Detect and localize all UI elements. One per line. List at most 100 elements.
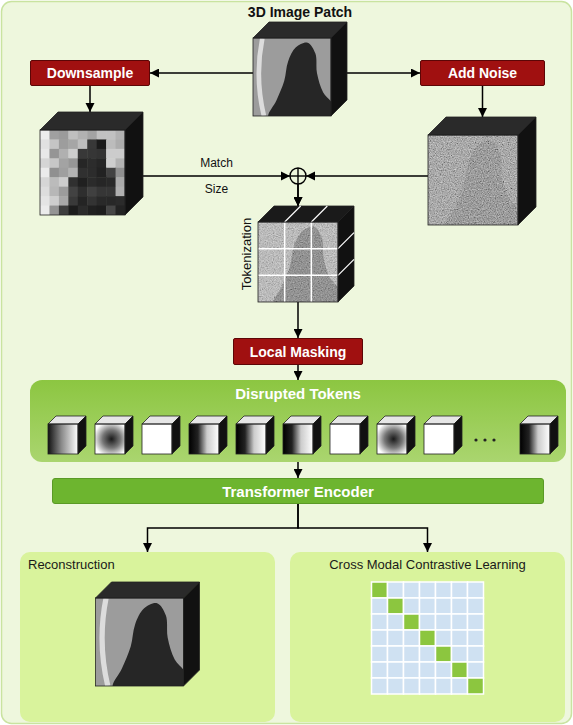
illustration-part	[236, 424, 266, 454]
similarity-cell	[420, 678, 436, 694]
illustration-part	[49, 206, 59, 215]
node-picture	[290, 552, 565, 722]
ellipsis-dot	[483, 438, 486, 441]
illustration-part	[49, 139, 59, 149]
illustration-part	[78, 130, 88, 140]
illustration-part	[311, 206, 327, 222]
illustration-part	[68, 139, 78, 149]
illustration-part	[258, 222, 338, 302]
illustration-part	[338, 259, 354, 275]
illustration-part	[116, 177, 125, 187]
illustration-part	[253, 38, 331, 116]
illustration-part	[40, 130, 125, 215]
illustration-part	[454, 416, 462, 454]
illustration-part	[68, 177, 78, 187]
illustration-part	[95, 424, 125, 454]
operation-label: Local Masking	[250, 344, 346, 360]
token-band: Disrupted Tokens	[30, 380, 566, 462]
illustration-part	[377, 424, 407, 454]
similarity-cell	[452, 630, 468, 646]
output-panel: Cross Modal Contrastive Learning	[290, 552, 565, 722]
illustration-part	[330, 424, 360, 454]
illustration-part	[268, 42, 331, 116]
similarity-cell	[420, 598, 436, 614]
illustration-part	[95, 424, 125, 454]
illustration-part	[40, 149, 50, 159]
illustration-part	[78, 416, 86, 454]
illustration-part	[338, 206, 354, 302]
illustration-part	[59, 206, 69, 215]
illustration-part	[116, 187, 125, 197]
illustration-part	[87, 177, 97, 187]
similarity-cell	[436, 678, 452, 694]
illustration-part	[116, 206, 125, 215]
similarity-cell	[388, 662, 404, 678]
similarity-cell	[468, 646, 484, 662]
similarity-cell	[452, 614, 468, 630]
illustration-part	[48, 424, 78, 454]
illustration-part	[40, 187, 50, 197]
band-title: Disrupted Tokens	[235, 385, 361, 402]
panel-title: Reconstruction	[28, 557, 115, 572]
illustration-part	[40, 168, 50, 178]
cube-illustration	[520, 416, 558, 454]
illustration-part	[49, 130, 59, 140]
similarity-cell	[436, 582, 452, 598]
similarity-cell	[372, 598, 388, 614]
illustration-part	[360, 416, 368, 454]
illustration-part	[424, 424, 454, 454]
illustration-part	[78, 149, 88, 159]
cube-illustration	[283, 416, 321, 454]
node-picture	[253, 22, 347, 116]
cube-illustration	[96, 582, 200, 693]
illustration-part	[258, 248, 338, 250]
operation-box: Add Noise	[420, 60, 545, 86]
similarity-cell	[468, 614, 484, 630]
illustration-part	[87, 206, 97, 215]
illustration-part	[49, 196, 59, 206]
illustration-part	[290, 168, 306, 184]
illustration-part	[40, 130, 50, 140]
similarity-cell	[372, 630, 388, 646]
illustration-part	[68, 130, 78, 140]
illustration-part	[116, 196, 125, 206]
illustration-part	[68, 196, 78, 206]
cube-illustration	[428, 117, 536, 233]
cube-illustration	[424, 416, 462, 454]
similarity-cell	[388, 614, 404, 630]
illustration-part	[113, 603, 184, 686]
illustration-part	[96, 598, 184, 686]
similarity-cell	[468, 662, 484, 678]
illustration-part	[106, 139, 116, 149]
arrowhead	[281, 172, 290, 181]
ellipsis-dot	[492, 438, 495, 441]
illustration-part	[189, 424, 219, 454]
illustration-part	[313, 416, 321, 454]
flow-arrow	[298, 504, 428, 552]
illustration-part	[116, 139, 125, 149]
illustration-part	[428, 135, 518, 225]
similarity-cell	[372, 678, 388, 694]
illustration-part	[102, 598, 108, 686]
illustration-part	[258, 222, 338, 302]
illustration-part	[59, 130, 69, 140]
similarity-cell	[452, 582, 468, 598]
illustration-part	[68, 168, 78, 178]
illustration-part	[40, 196, 50, 206]
cube-illustration	[377, 416, 415, 454]
illustration-part	[48, 424, 78, 454]
cube-illustration	[330, 416, 368, 454]
illustration-part	[283, 424, 313, 454]
similarity-cell	[388, 598, 404, 614]
similarity-cell	[436, 598, 452, 614]
illustration-part	[142, 424, 172, 454]
similarity-cell	[404, 614, 420, 630]
illustration-part	[40, 139, 50, 149]
illustration-part	[49, 168, 59, 178]
illustration-part	[68, 149, 78, 159]
illustration-part	[236, 424, 266, 454]
illustration-part	[520, 424, 550, 454]
illustration-part	[520, 424, 550, 454]
encoder-bar: Transformer Encoder	[52, 478, 544, 504]
sum-symbol	[290, 168, 306, 184]
